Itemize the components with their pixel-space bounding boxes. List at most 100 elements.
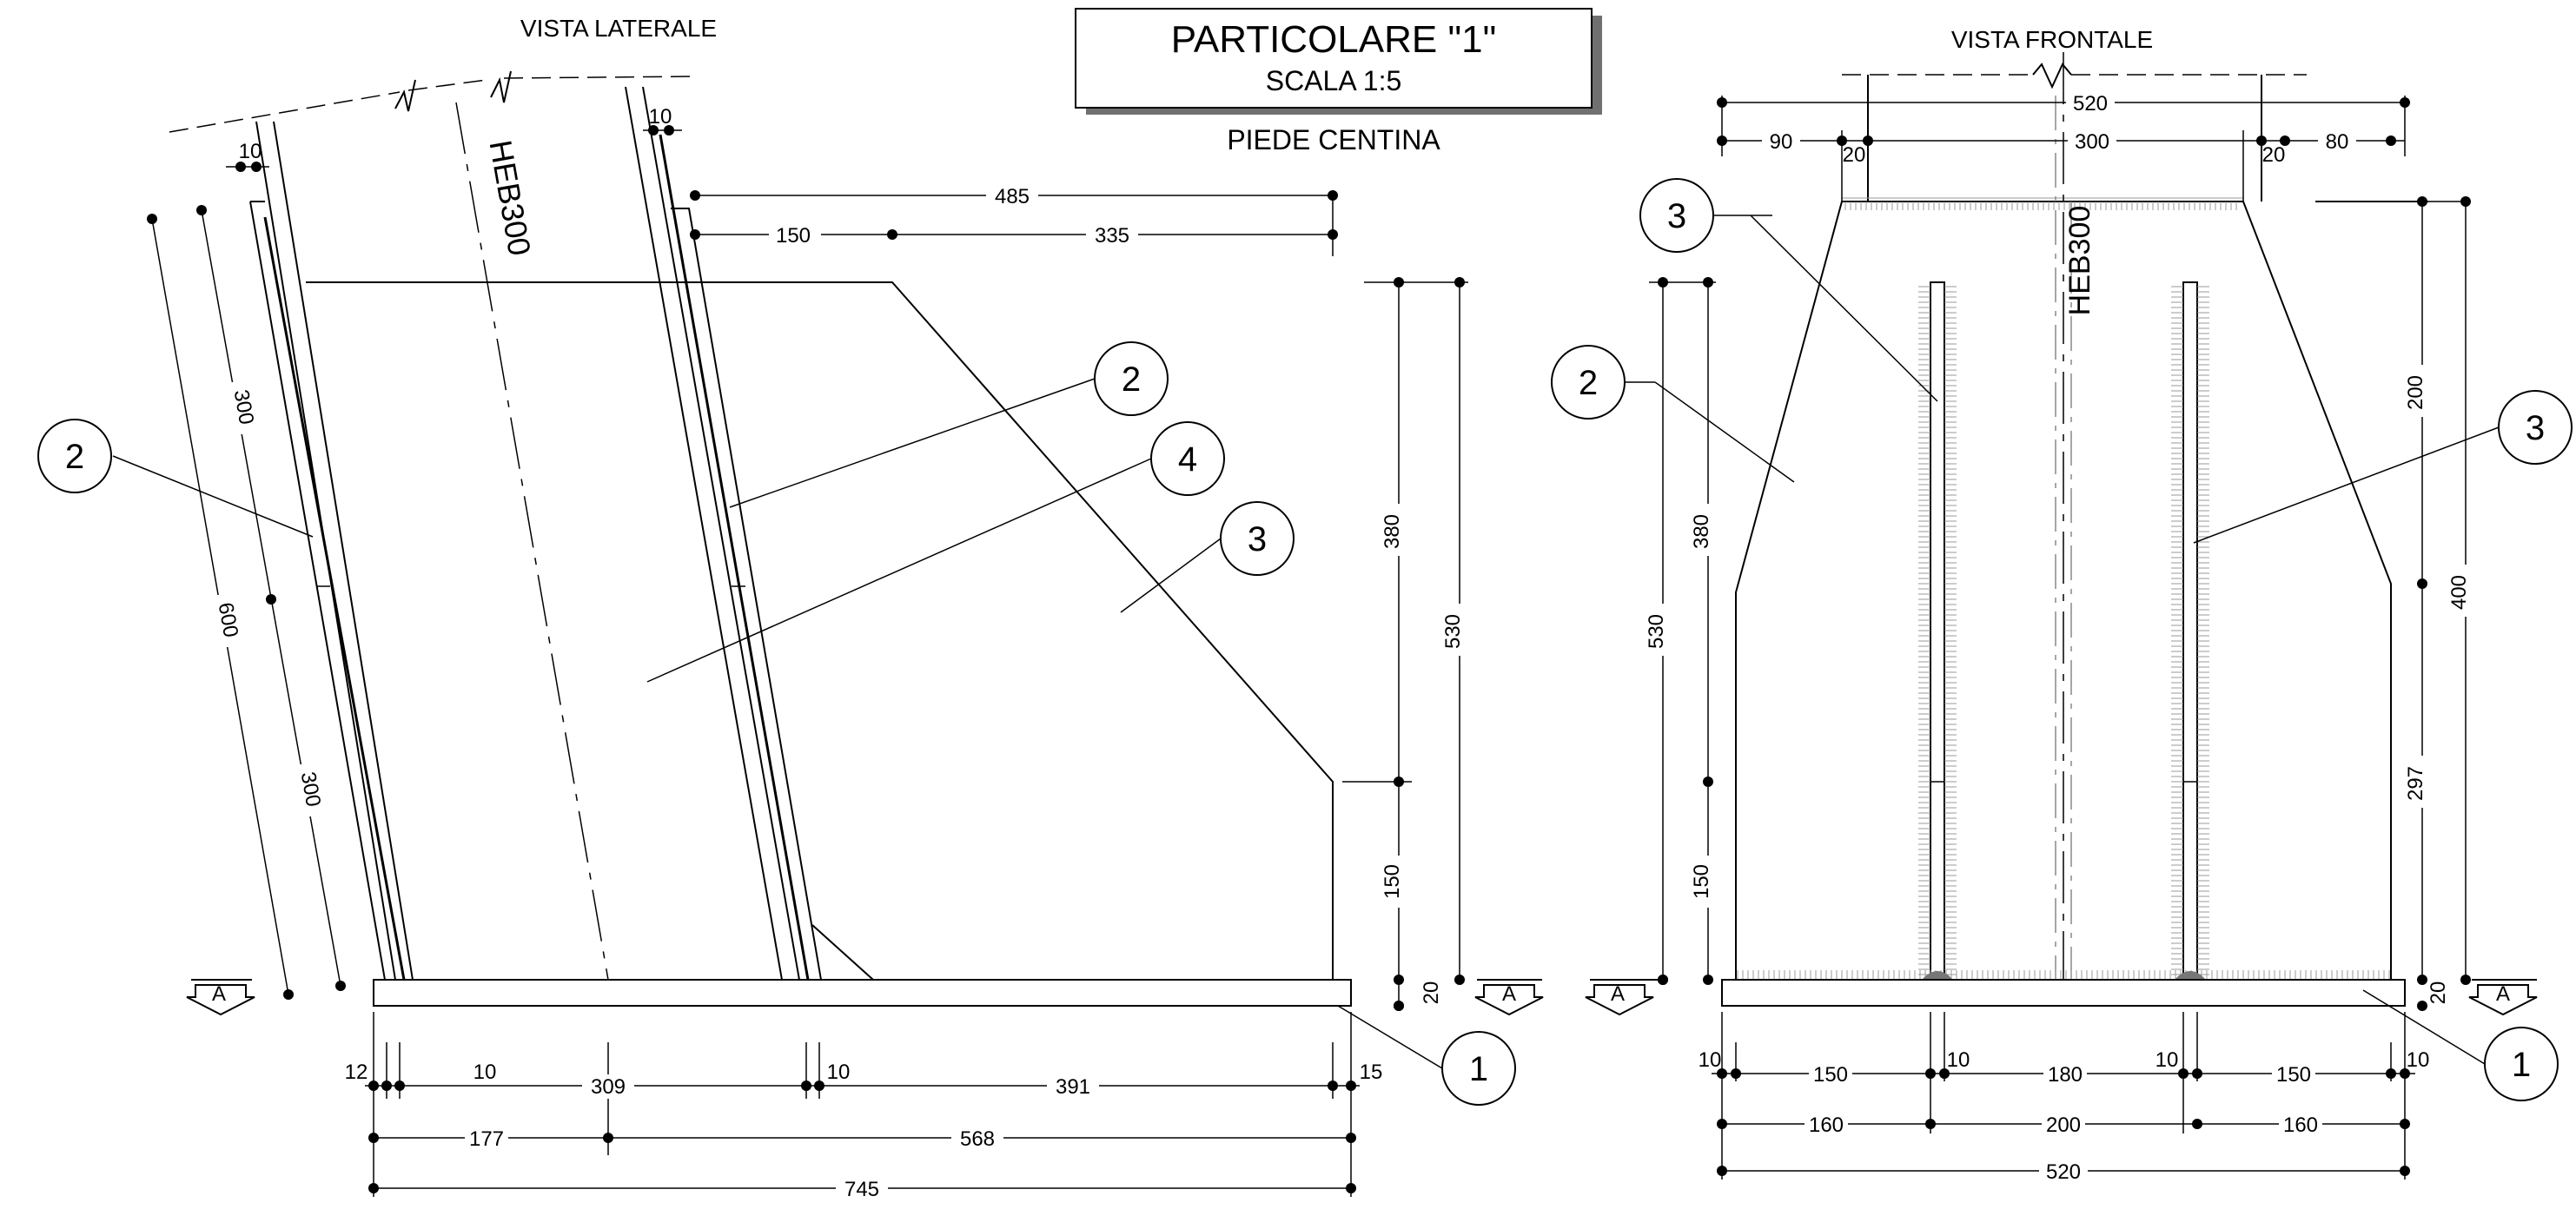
dim-15: 15: [1360, 1061, 1383, 1084]
front-right-vertical-dims: 200 297 400 20: [2404, 196, 2479, 1011]
column-axis: [455, 102, 609, 981]
flange-inner-left: [273, 121, 414, 981]
dim-20-front-left: 20: [1843, 143, 1866, 167]
balloon-label-2-side-right: 2: [1122, 360, 1141, 399]
dim-335: 335: [1095, 224, 1129, 248]
heb-column-side: [255, 86, 800, 981]
dim-180: 180: [2048, 1063, 2083, 1087]
dim-150-side-vert: 150: [1381, 864, 1404, 899]
dim-745: 745: [844, 1178, 879, 1201]
balloon-2-front: 2: [1551, 345, 1795, 483]
balloon-3-front-right: 3: [2193, 390, 2573, 544]
dim-200-front: 200: [2046, 1114, 2081, 1137]
front-stiffener-outline: [1735, 201, 2392, 980]
gusset-weld-line: [811, 924, 874, 981]
balloon-label-2-side-left: 2: [65, 438, 84, 476]
dim-520-bottom: 520: [2046, 1160, 2081, 1184]
dim-20-front-right: 20: [2262, 143, 2286, 167]
plate-outline-right: [671, 208, 822, 981]
dim-10-a: 10: [473, 1061, 497, 1084]
front-break-mark: [2032, 63, 2072, 89]
dim-300-front: 300: [2075, 130, 2109, 154]
balloon-label-4-side: 4: [1178, 440, 1197, 479]
balloon-4-side: 4: [646, 421, 1225, 683]
web-centerline: [2055, 52, 2072, 980]
balloon-2-side-left: 2: [37, 419, 314, 538]
balloon-label-1-side: 1: [1469, 1050, 1488, 1088]
break-mark-1: [394, 79, 416, 112]
title-text: PARTICOLARE "1": [1171, 18, 1496, 61]
heb-label-side: HEB300: [482, 137, 538, 258]
dim-380-front: 380: [1690, 514, 1713, 549]
dim-150-front-b: 150: [2276, 1063, 2311, 1087]
section-label-front-right: A: [2496, 982, 2510, 1006]
balloon-label-1-front: 1: [2512, 1046, 2531, 1084]
plate-outline-left: [249, 201, 386, 981]
dim-150-top: 150: [776, 224, 811, 248]
flange-inner-right: [625, 86, 783, 981]
balloon-label-2-front: 2: [1579, 364, 1598, 402]
balloon-2-side-right: 2: [729, 341, 1169, 508]
front-view: VISTA FRONTALE HEB300: [1551, 26, 2573, 1184]
title-box: [1075, 8, 1593, 109]
balloon-3-side: 3: [1120, 501, 1295, 613]
side-top-dims: 485 150 335: [690, 182, 1338, 256]
dim-400: 400: [2447, 575, 2471, 610]
side-inclined-dims: 600 300 300: [147, 205, 346, 1000]
side-bottom-dims: 12 10 309 10 391 15 177 568 745: [345, 1012, 1383, 1201]
balloon-label-3-front-right: 3: [2526, 409, 2545, 447]
balloon-1-front: 1: [2362, 989, 2559, 1101]
front-flange-lines: [1867, 75, 2262, 202]
flange-outer-right: [642, 86, 800, 981]
dim-160-a: 160: [1809, 1114, 1844, 1137]
section-marker-side-right: A: [1474, 979, 1544, 1016]
side-view-title: VISTA LATERALE: [520, 15, 717, 42]
dim-12: 12: [345, 1061, 368, 1084]
dim-10-front-d: 10: [2407, 1048, 2430, 1072]
dim-10-top-left: 10: [239, 140, 262, 163]
dim-177: 177: [469, 1127, 504, 1151]
dim-485: 485: [995, 185, 1030, 208]
side-plate-left: [263, 216, 406, 981]
front-bottom-dims: 10 150 10 180 10 150 10 160 200 160 520: [1699, 1012, 2430, 1184]
dim-297: 297: [2404, 766, 2427, 801]
front-view-title: VISTA FRONTALE: [1951, 26, 2153, 53]
break-mark-2: [490, 70, 512, 103]
rib-hatch-right: [2171, 286, 2209, 975]
balloon-label-3-side: 3: [1248, 520, 1267, 558]
section-label-side-left: A: [212, 982, 226, 1006]
dim-309: 309: [591, 1075, 626, 1099]
rib-weld-right: [2175, 971, 2206, 980]
dim-391: 391: [1056, 1075, 1090, 1099]
dim-568: 568: [960, 1127, 995, 1151]
front-rib-left: [1930, 281, 1945, 981]
dim-10-b: 10: [827, 1061, 851, 1084]
dim-10-front-c: 10: [2155, 1048, 2179, 1072]
dim-150-front-a: 150: [1813, 1063, 1848, 1087]
dim-20-front-vert: 20: [2427, 981, 2450, 1005]
section-marker-front-left: A: [1585, 975, 1668, 1016]
dim-530-side: 530: [1441, 614, 1465, 649]
side-top-small-dims: 10 10: [226, 105, 682, 172]
dim-20-side: 20: [1420, 981, 1443, 1005]
subtitle-text: PIEDE CENTINA: [1227, 124, 1440, 155]
dim-80: 80: [2326, 130, 2349, 154]
dim-160-b: 160: [2283, 1114, 2318, 1137]
dim-150-front: 150: [1690, 864, 1713, 899]
dim-380-side: 380: [1381, 514, 1404, 549]
dim-10-top-right: 10: [649, 105, 672, 129]
side-view: VISTA LATERALE HEB300 10: [37, 15, 1544, 1201]
front-top-dims: 520 90 20 300 20 80: [1717, 90, 2410, 202]
base-plate-side: [373, 979, 1352, 1007]
section-label-side-right: A: [1502, 982, 1516, 1006]
balloon-1-side: 1: [1337, 1005, 1516, 1106]
scale-text: SCALA 1:5: [1266, 65, 1402, 96]
balloon-3-front-left: 3: [1639, 178, 1938, 402]
section-marker-front-right: A: [2468, 979, 2538, 1016]
balloon-label-3-front-left: 3: [1667, 197, 1686, 235]
rib-weld-left: [1922, 971, 1953, 980]
side-vertical-dims: 380 150 530 20: [1342, 277, 1473, 1011]
front-rib-right: [2182, 281, 2198, 981]
heb-label-front: HEB300: [2063, 206, 2096, 316]
dim-520-top: 520: [2073, 92, 2108, 116]
